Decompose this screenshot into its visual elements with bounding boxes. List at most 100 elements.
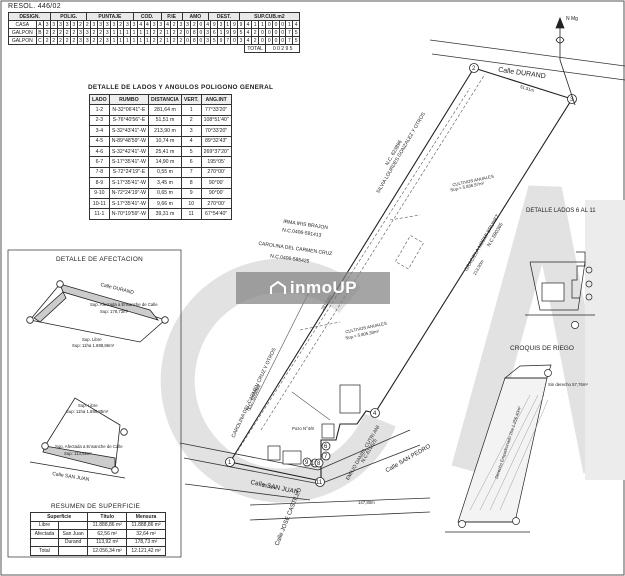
- sides-cell: 10: [180, 197, 202, 210]
- cell-value: 2: [49, 36, 58, 45]
- cell-value: 9: [217, 36, 225, 45]
- sides-cell: 2-3: [89, 114, 110, 127]
- cell-value: 1: [110, 36, 118, 45]
- cell-value: 2: [150, 36, 158, 45]
- cell-value: 1: [217, 28, 225, 37]
- vertex-markers: 2 3 1 4 11 10 9 6 7 8: [225, 63, 577, 487]
- resumen-cell: 12.121,42 m²: [126, 546, 166, 556]
- croquis-title: CROQUIS DE RIEGO: [510, 345, 574, 352]
- cell-value: 2: [96, 28, 105, 37]
- sides-header-row: LADO RUMBO DISTANCIA VERT. ANG.INT: [89, 93, 232, 106]
- sides-cell: 2: [180, 114, 202, 127]
- sides-cell: 213,90 m: [148, 125, 182, 137]
- sides-cell: S-32°42'41"-W: [108, 145, 150, 158]
- pozo-label: Pozo N°4/8: [292, 426, 314, 431]
- cell-value: 3: [103, 20, 112, 29]
- sides-cell: 7-8: [89, 166, 110, 179]
- cell-value: 3: [123, 20, 132, 29]
- cell-value: 3: [150, 20, 158, 29]
- cell-value: 1: [163, 36, 172, 45]
- cell-value: 3: [76, 28, 85, 37]
- sides-cell: 4: [180, 135, 202, 147]
- svg-text:1: 1: [228, 460, 232, 466]
- afectacion-afect-value1: Sup: 178,73m²: [100, 309, 129, 314]
- cell-value: 2: [83, 20, 92, 29]
- cell-value: 3: [43, 20, 51, 29]
- cell-value: 7: [223, 36, 232, 45]
- resumen-cell: Total: [30, 546, 59, 556]
- sides-cell: 67°54'40": [200, 208, 232, 220]
- cell-value: 4: [243, 36, 253, 45]
- cell-value: 2: [177, 36, 185, 45]
- resumen-cell: [57, 546, 89, 556]
- cell-polig: B: [35, 28, 45, 37]
- afectacion-afect-label: Sup. Afectada a Ensanche de Calle: [90, 302, 158, 307]
- resumen-cell: 62,56 m²: [87, 529, 128, 539]
- sides-cell: S-17°35'41"-W: [108, 197, 150, 210]
- cell-value: 2: [177, 28, 185, 37]
- cell-value: 1: [163, 28, 172, 37]
- main-polygon: [229, 67, 573, 482]
- cell-value: 1: [110, 28, 118, 37]
- sides-cell: 11-1: [89, 208, 110, 220]
- sides-cell: N-89°48'59"-W: [108, 135, 150, 147]
- cell-value: 9: [230, 20, 239, 29]
- afectacion-title: DETALLE DE AFECTACION: [56, 256, 144, 263]
- cell-value: 2: [170, 20, 178, 29]
- sides-cell: 90°00': [200, 177, 232, 189]
- afectacion-afect-value2: Sup: 113,92m²: [64, 451, 92, 456]
- cell-value: 1: [123, 36, 132, 45]
- sides-cell: S-32°43'41"-W: [108, 125, 150, 137]
- cell-value: 2: [70, 36, 78, 45]
- cell-value: 0: [272, 28, 280, 37]
- cell-value: 3: [217, 20, 225, 29]
- cell-value: 0: [265, 20, 274, 29]
- cell-value: 3: [103, 36, 112, 45]
- sides-cell: 1: [180, 104, 202, 116]
- cell-value: 2: [63, 36, 71, 45]
- cell-value: 3: [56, 20, 65, 29]
- svg-text:7: 7: [324, 454, 328, 460]
- col-distancia: DISTANCIA: [148, 93, 182, 106]
- cell-value: 3: [177, 20, 185, 29]
- sides-cell: 90°00': [200, 187, 232, 199]
- afectacion-polygon-top: [26, 280, 169, 343]
- cell-value: 4: [136, 20, 145, 29]
- cell-value: 2: [70, 28, 78, 37]
- sides-cell: 0,65 m: [148, 187, 182, 199]
- cell-value: 1: [116, 28, 125, 37]
- sides-cell: 7: [180, 166, 202, 179]
- col-mensura: Mensura: [126, 512, 166, 522]
- street-lines: [179, 39, 625, 521]
- sides-cell: 4-5: [89, 135, 110, 147]
- cell-value: 1: [143, 28, 152, 37]
- sides-cell: 270°00': [200, 166, 232, 179]
- afectacion-afect-label-2: Sup. Afectada a Ensanche de Calle: [55, 444, 123, 449]
- sides-cell: 5: [180, 145, 202, 158]
- cell-value: 3: [90, 20, 98, 29]
- cell-value: 3: [110, 20, 118, 29]
- cell-value: 0: [183, 36, 192, 45]
- sides-cell: 89°32'43": [200, 135, 232, 147]
- cell-value: 3: [70, 20, 78, 29]
- resumen-cell: San Juan: [57, 529, 89, 539]
- resumen-title: RESUMEN DE SUPERFICIE: [51, 503, 141, 510]
- cell-value: 1: [136, 36, 145, 45]
- cell-value: 3: [83, 28, 92, 37]
- cell-value: 2: [116, 20, 125, 29]
- resumen-cell: Durand: [57, 537, 89, 547]
- resumen-header-row: Superficie Título Mensura: [29, 512, 166, 522]
- cell-value: 2: [170, 36, 178, 45]
- sides-cell: S-17°35'41"-W: [108, 177, 150, 189]
- house-icon: [269, 281, 286, 294]
- cell-value: 1: [258, 20, 267, 29]
- sides-cell: N-32°06'41"-E: [108, 104, 150, 116]
